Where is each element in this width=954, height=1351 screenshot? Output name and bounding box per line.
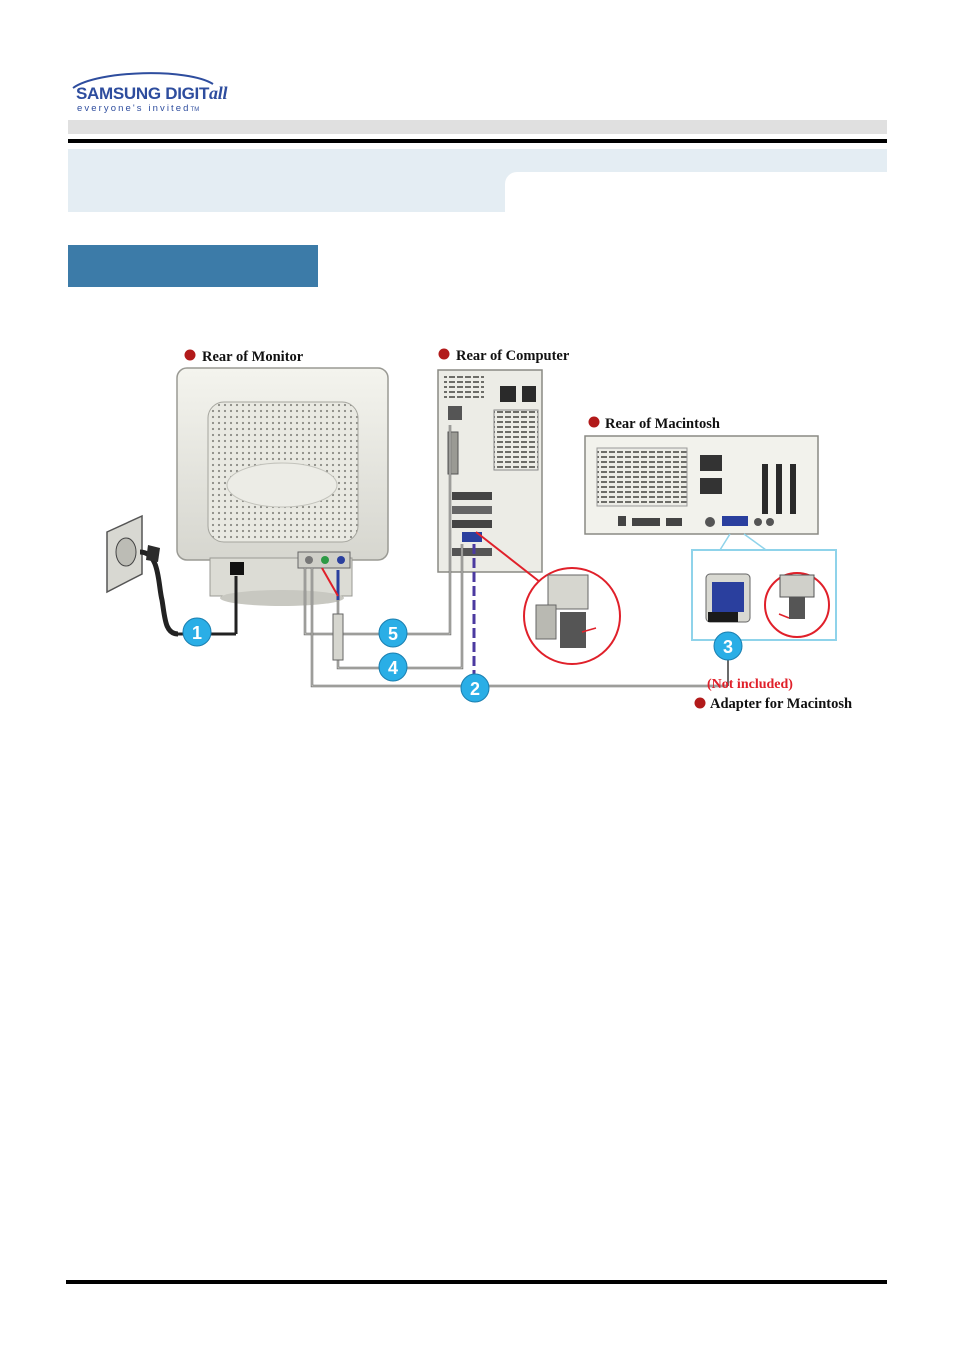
label-rear-macintosh: Rear of Macintosh [588,416,720,432]
mac-adapter-callout [691,533,837,641]
svg-text:1: 1 [192,623,202,643]
header-bar [68,120,887,134]
computer-rear-illustration [437,369,543,573]
logo-wordmark: SAMSUNG DIGITall [76,83,228,103]
svg-text:Rear of Computer: Rear of Computer [456,348,570,364]
cables [178,425,729,688]
label-not-included: (Not included) [707,677,793,692]
monitor-rear-illustration [176,367,389,606]
title-band-notch [505,172,887,212]
wall-outlet-icon [106,514,179,637]
callout-3: 3 [713,631,743,661]
logo-tagline: everyone's invitedTM [77,103,200,114]
logo-arc-icon [72,72,214,89]
macintosh-rear-illustration [584,435,819,535]
footer-rule [66,1280,887,1284]
svg-text:Rear of Macintosh: Rear of Macintosh [605,416,720,432]
label-adapter-macintosh: Adapter for Macintosh [694,696,852,712]
connector-magnifier [475,531,621,665]
callout-2: 2 [460,673,490,703]
svg-text:3: 3 [723,637,733,657]
label-rear-computer: Rear of Computer [438,348,570,364]
label-rear-monitor: Rear of Monitor [184,349,304,365]
callout-5: 5 [378,618,408,648]
samsung-logo: SAMSUNG DIGITall everyone's invitedTM [68,66,227,116]
svg-text:4: 4 [388,658,398,678]
svg-text:2: 2 [470,679,480,699]
svg-text:Adapter for Macintosh: Adapter for Macintosh [710,696,852,712]
callout-1: 1 [182,617,212,647]
header-rule [68,139,887,143]
callout-4: 4 [378,652,408,682]
svg-text:5: 5 [388,624,398,644]
svg-text:Rear of Monitor: Rear of Monitor [202,349,304,365]
section-tab [68,245,318,287]
